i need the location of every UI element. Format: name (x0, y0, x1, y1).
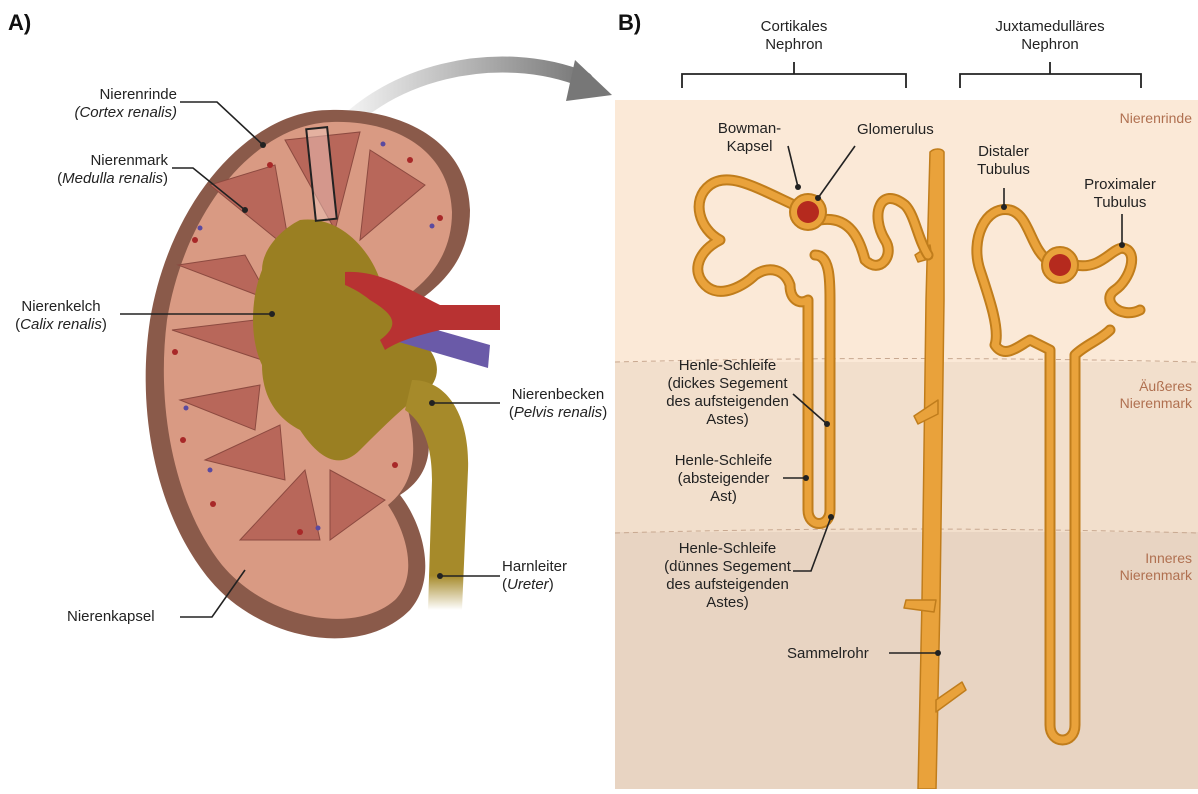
bracket-cortical (682, 62, 906, 88)
label-bowman-capsule: Bowman-Kapsel (712, 120, 787, 156)
panel-b-label: B) (618, 10, 641, 36)
label-pelvis: Nierenbecken (Pelvis renalis) (498, 386, 618, 422)
label-ureter: Harnleiter (Ureter) (502, 558, 567, 594)
label-glomerulus: Glomerulus (857, 121, 934, 139)
zone-label-cortex: Nierenrinde (1090, 110, 1192, 127)
label-calix: Nierenkelch (Calix renalis) (5, 298, 117, 334)
label-henle-descending: Henle-Schleife(absteigender Ast) (666, 452, 781, 506)
panel-a-label: A) (8, 10, 31, 36)
bracket-juxtamedullary (960, 62, 1141, 88)
label-henle-thick: Henle-Schleife(dickes Segement des aufst… (660, 357, 795, 429)
label-capsule: Nierenkapsel (67, 608, 155, 626)
label-cortex: Nierenrinde (Cortex renalis) (60, 86, 177, 122)
label-henle-thin: Henle-Schleife(dünnes Segement des aufst… (660, 540, 795, 612)
label-medulla: Nierenmark (Medulla renalis) (40, 152, 168, 188)
zoom-arrow-head (566, 60, 612, 101)
label-collecting-duct: Sammelrohr (787, 645, 869, 663)
